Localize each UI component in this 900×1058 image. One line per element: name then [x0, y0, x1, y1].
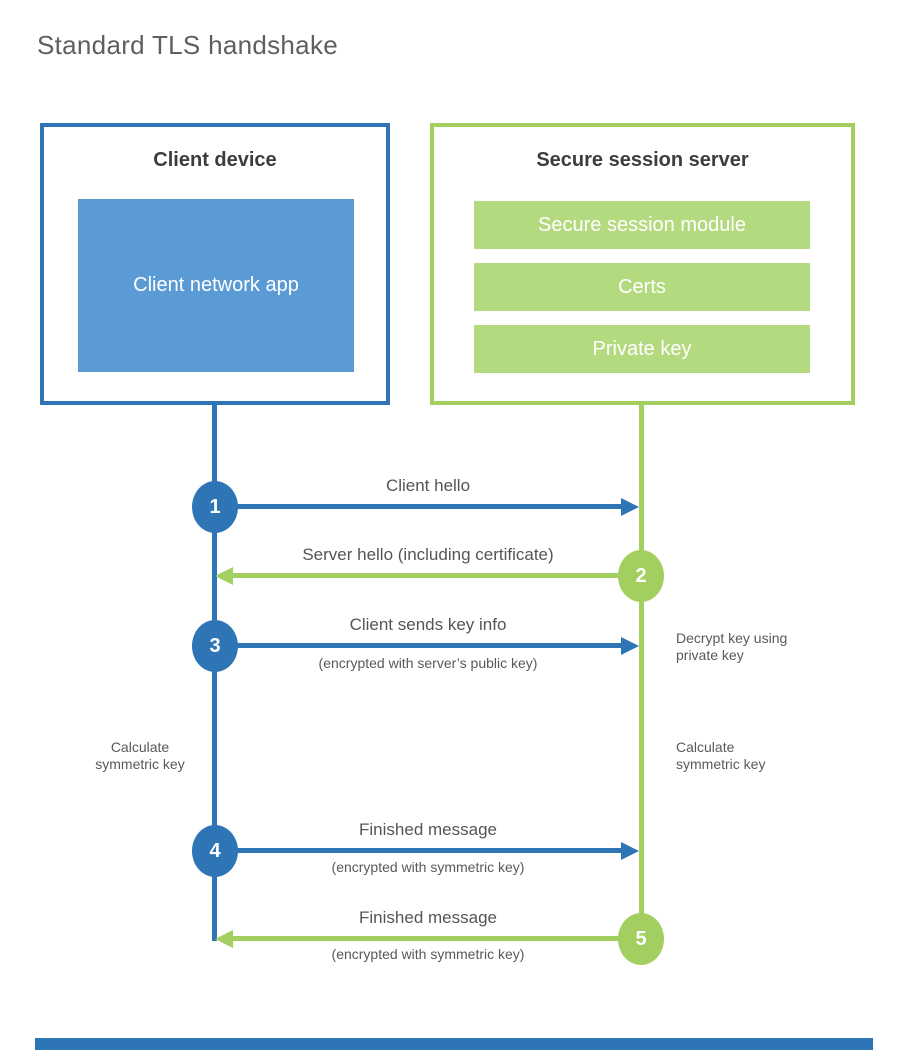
step-4-arrowhead-icon	[621, 842, 639, 860]
step-4-sublabel: (encrypted with symmetric key)	[331, 859, 525, 875]
step-3-arrow	[215, 643, 621, 648]
step-1-circle: 1	[192, 481, 238, 533]
note-decrypt-key: Decrypt key using private key	[676, 630, 788, 663]
secure-session-server-title: Secure session server	[536, 149, 749, 171]
step-1-label: Client hello	[385, 476, 471, 495]
step-1-arrow	[215, 504, 621, 509]
step-5-sublabel: (encrypted with symmetric key)	[331, 946, 525, 962]
client-lifeline	[212, 405, 217, 941]
step-3-circle: 3	[192, 620, 238, 672]
step-4-circle: 4	[192, 825, 238, 877]
server-module-secure-session: Secure session module	[474, 201, 810, 249]
page-title: Standard TLS handshake	[37, 30, 339, 60]
step-2-label: Server hello (including certificate)	[302, 545, 554, 564]
client-network-app-box: Client network app	[78, 199, 354, 372]
note-calculate-symmetric-key-client: Calculate symmetric key	[95, 739, 185, 772]
step-3-label: Client sends key info	[349, 615, 507, 634]
step-2-arrowhead-icon	[215, 567, 233, 585]
step-5-arrowhead-icon	[215, 930, 233, 948]
note-calculate-symmetric-key-server: Calculate symmetric key	[676, 739, 766, 772]
step-4-label: Finished message	[359, 820, 497, 839]
server-module-private-key: Private key	[474, 325, 810, 373]
client-device-title: Client device	[153, 149, 277, 171]
step-5-circle: 5	[618, 913, 664, 965]
step-5-arrow	[233, 936, 641, 941]
server-lifeline	[639, 405, 644, 939]
step-5-label: Finished message	[359, 908, 497, 927]
step-1-arrowhead-icon	[621, 498, 639, 516]
step-3-arrowhead-icon	[621, 637, 639, 655]
client-network-app-label: Client network app	[133, 274, 299, 296]
step-2-arrow	[233, 573, 641, 578]
server-module-certs: Certs	[474, 263, 810, 311]
step-2-circle: 2	[618, 550, 664, 602]
step-3-sublabel: (encrypted with server’s public key)	[318, 655, 538, 671]
cropped-next-section-edge	[35, 1038, 873, 1050]
step-4-arrow	[215, 848, 621, 853]
